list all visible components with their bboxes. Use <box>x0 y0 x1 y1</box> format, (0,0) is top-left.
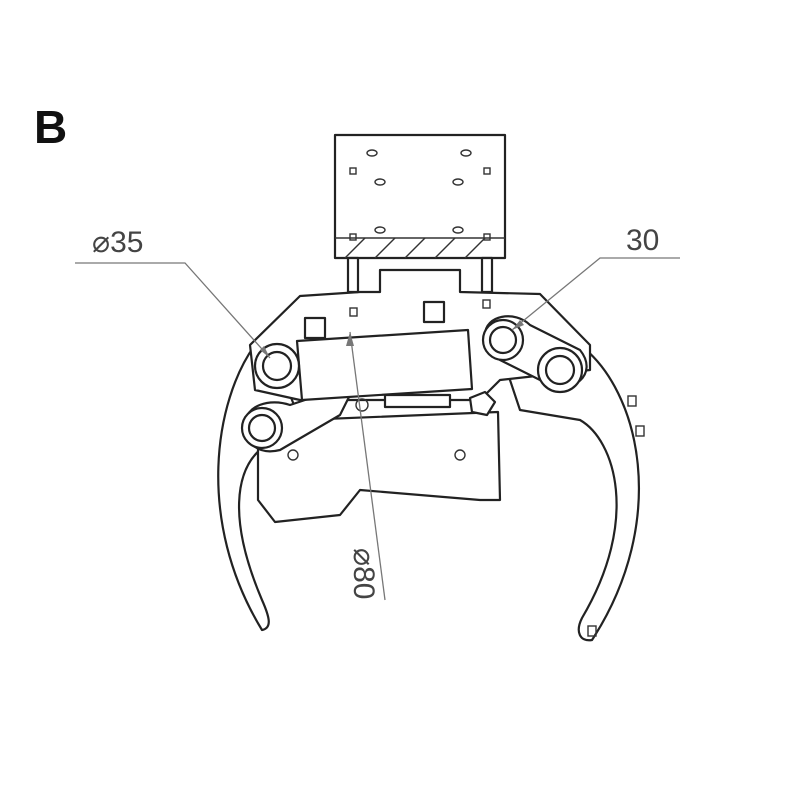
plate-hatch <box>344 237 486 259</box>
cylinder-diameter-value: 80 <box>347 566 380 600</box>
pin-diameter-dimension: ⌀35 <box>92 228 143 258</box>
diameter-symbol: ⌀ <box>92 226 111 259</box>
right-jaw <box>498 343 641 642</box>
pin-right <box>536 346 584 394</box>
pin-right-dimension: 30 <box>626 224 660 257</box>
hydraulic-cylinder <box>295 328 474 402</box>
diameter-symbol: ⌀ <box>347 548 380 567</box>
mounting-plate <box>333 133 507 260</box>
pin-lower-left <box>240 406 284 450</box>
lower-body <box>256 410 502 524</box>
figure-label: B <box>34 101 68 153</box>
cylinder-diameter-dimension: ⌀80 <box>347 548 380 600</box>
pin-diameter-value: 35 <box>110 226 144 259</box>
dimension-leaders <box>75 257 680 601</box>
plate-holes <box>349 149 491 241</box>
pin-upper-left <box>253 342 301 390</box>
